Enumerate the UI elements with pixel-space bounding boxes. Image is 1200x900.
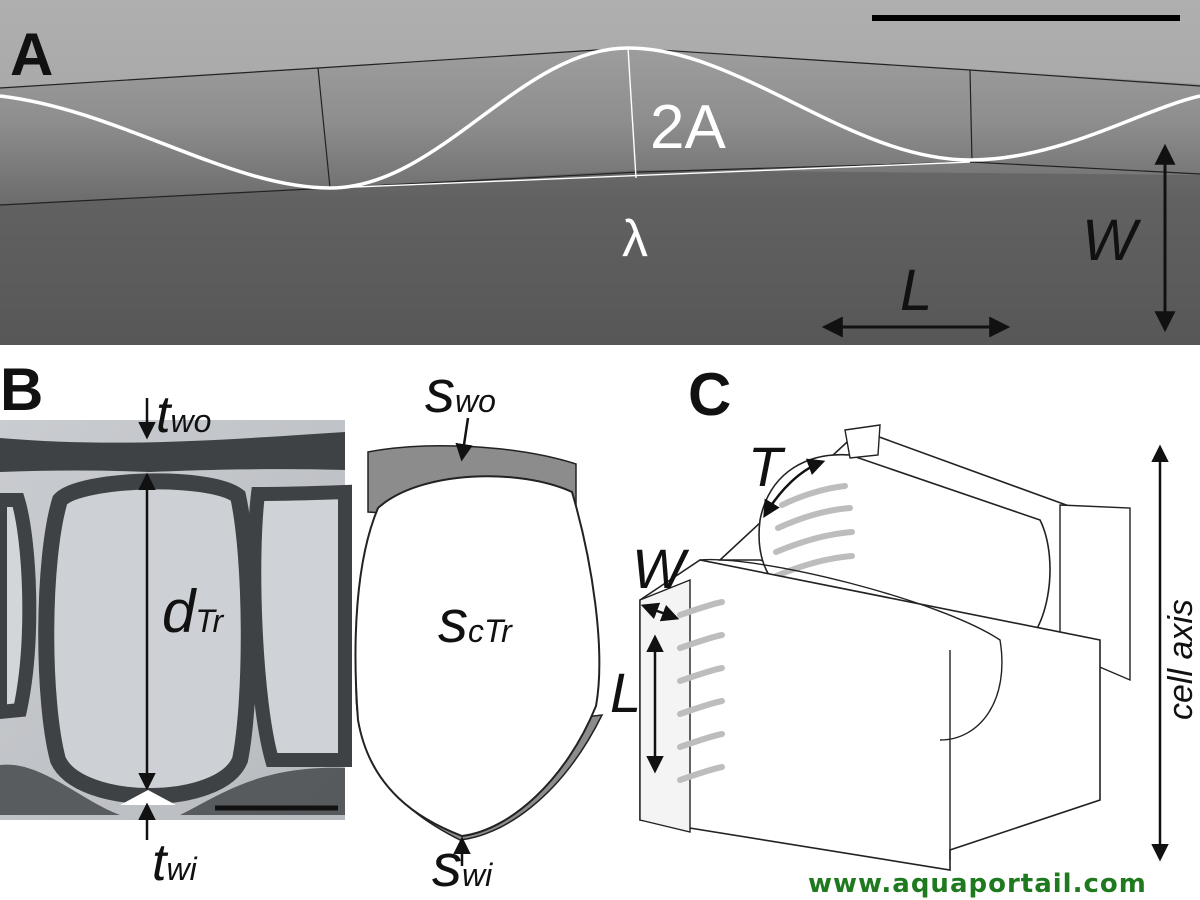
t-wi-main: t xyxy=(152,834,169,892)
s-wo-main: s xyxy=(425,358,455,425)
wave-curve xyxy=(0,46,1200,190)
t-wo-main: t xyxy=(156,386,173,444)
panel-c-letter: C xyxy=(688,361,731,428)
front-pits xyxy=(677,599,725,783)
s-ctr-label: scTr xyxy=(438,588,513,655)
t-wo-label: two xyxy=(156,386,211,444)
lower-boundary-line xyxy=(0,161,1200,206)
front-cell xyxy=(639,559,1101,871)
t-arrow xyxy=(763,458,826,519)
amplitude-label-text: 2A xyxy=(650,93,726,162)
panel-c: C T W L cell axis xyxy=(610,361,1200,871)
panel-b-letter: B xyxy=(0,356,43,423)
lower-wall-right xyxy=(180,767,345,815)
panel-b: B two dTr twi xyxy=(0,356,352,892)
lower-wall-left xyxy=(0,764,120,815)
t-wi-sub: wi xyxy=(166,851,197,887)
panel-b-schematic: swo scTr swi xyxy=(354,358,604,899)
t-label-c: T xyxy=(748,435,786,498)
length-label: L xyxy=(900,258,932,323)
watermark: www.aquaportail.com xyxy=(808,869,1147,899)
s-wi-sub: wi xyxy=(462,857,493,893)
d-tr-sub: Tr xyxy=(195,603,224,639)
s-wo-label: swo xyxy=(425,358,496,425)
w-arrow-c xyxy=(640,602,680,622)
s-ctr-main: s xyxy=(438,588,468,655)
outer-wall xyxy=(0,432,345,472)
sem-lower-region xyxy=(0,170,1200,345)
inner-wall-gap xyxy=(120,790,176,805)
w-label-c: W xyxy=(632,537,690,600)
d-tr-main: d xyxy=(162,578,197,645)
s-ctr-sub: cTr xyxy=(468,613,513,649)
d-tr-label: dTr xyxy=(162,578,225,645)
sem-upper-region xyxy=(0,0,1200,88)
wavelength-label: λ xyxy=(622,210,648,268)
t-wo-sub: wo xyxy=(170,403,211,439)
rear-corner xyxy=(844,424,881,459)
cell-axis-label: cell axis xyxy=(1162,599,1200,720)
division-line xyxy=(969,69,973,163)
wavelength-line xyxy=(329,161,971,189)
lumen-area xyxy=(354,475,601,838)
amplitude-label: 2A xyxy=(650,93,726,162)
neighbour-cell-left xyxy=(0,493,37,720)
t-wi-label: twi xyxy=(152,834,198,892)
neighbour-cell-right xyxy=(247,484,352,767)
division-line xyxy=(317,67,331,189)
panel-a-letter: A xyxy=(10,21,53,88)
s-wi-label: swi xyxy=(432,832,493,899)
s-wo-sub: wo xyxy=(455,383,496,419)
panel-a: A 2A λ W L xyxy=(0,0,1200,345)
amplitude-line xyxy=(627,47,637,179)
l-label-c: L xyxy=(610,661,641,724)
width-label: W xyxy=(1082,208,1142,273)
front-wall-section xyxy=(639,578,691,833)
front-cell-edge xyxy=(699,558,1003,741)
s-wo-arrow xyxy=(455,417,473,462)
s-wi-main: s xyxy=(432,832,462,899)
